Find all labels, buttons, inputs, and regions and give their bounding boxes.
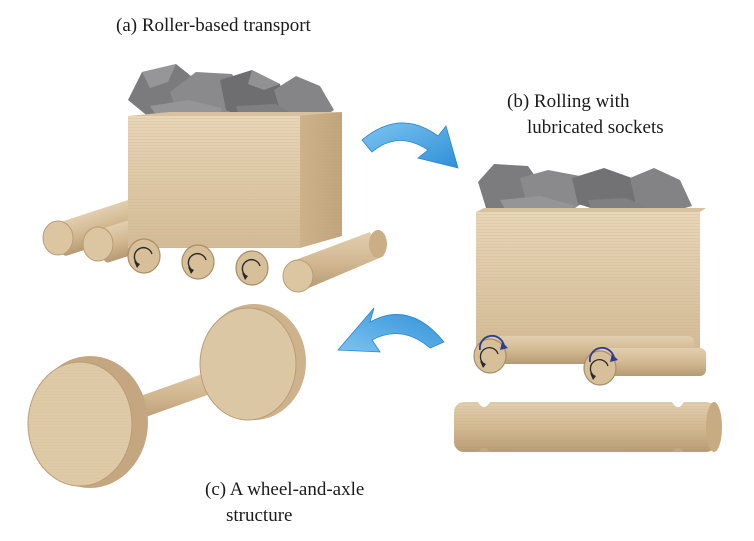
wheel-axle-icon [27, 304, 306, 488]
roller-icon [454, 402, 722, 452]
curved-arrow-icon [337, 307, 445, 353]
cart-icon [476, 208, 706, 348]
roller-icon [282, 230, 387, 293]
scene-c-wheel-and-axle [27, 304, 306, 488]
roller-icon [583, 346, 706, 386]
roller-icon [181, 244, 215, 280]
caption-c-line2: structure [226, 505, 293, 526]
scene-a-roller-transport [42, 64, 387, 293]
scene-b-lubricated-sockets [454, 164, 722, 452]
caption-b-line2: lubricated sockets [527, 117, 664, 138]
curved-arrow-icon [361, 122, 459, 169]
caption-c-line1: (c) A wheel-and-axle [205, 479, 365, 500]
caption-a: (a) Roller-based transport [116, 15, 311, 36]
roller-icon [42, 197, 150, 256]
rock-icon [478, 164, 692, 220]
roller-icon [127, 238, 161, 274]
cart-icon [128, 112, 342, 248]
roller-icon [235, 250, 269, 286]
caption-b-line1: (b) Rolling with [507, 91, 630, 112]
